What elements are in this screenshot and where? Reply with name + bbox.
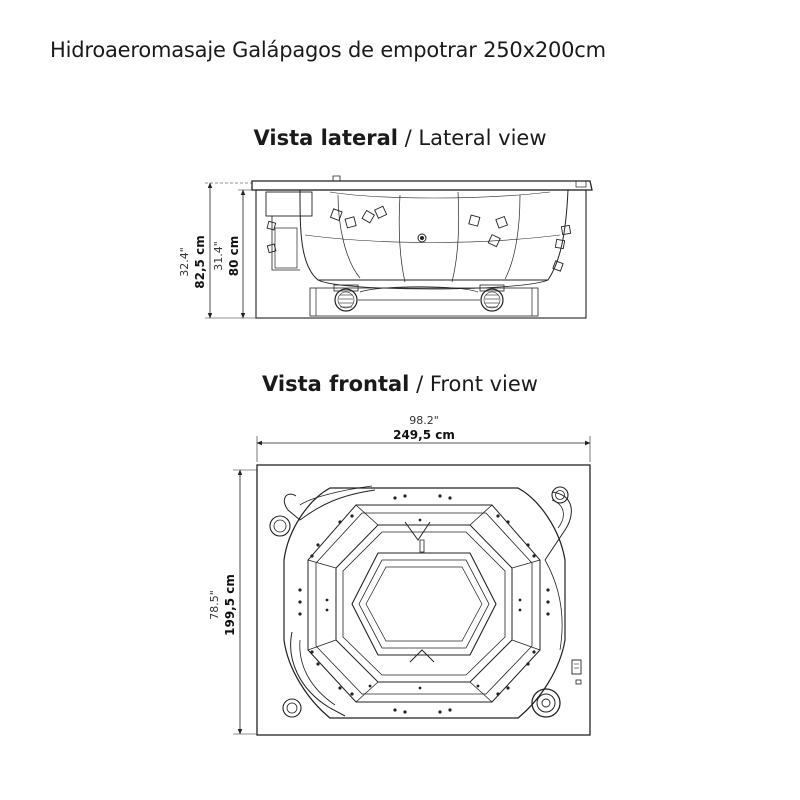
front-jets [298,494,550,714]
height-inner-in-label: 31.4" [212,241,225,271]
height-inner-cm-label: 80 cm [227,236,241,277]
front-seat-dividers [307,504,541,703]
front-title-es: Vista frontal [262,372,410,396]
width-in-label: 98.2" [409,414,439,427]
front-filter-bottom-right [531,688,561,718]
depth-in-label: 78.5" [208,590,221,620]
front-title-separator: / [409,372,430,396]
front-control-panel [571,659,582,675]
front-cup-holder-bottom-left [282,698,302,718]
front-headrest-bottom-left [290,631,346,717]
width-cm-label: 249,5 cm [393,428,455,442]
lateral-drain [417,233,427,243]
lateral-rim [251,180,593,191]
front-headrest-top-left [283,489,376,521]
front-title-en: Front view [429,372,538,396]
lateral-view-drawing [251,175,593,319]
lateral-pump-left [333,284,359,312]
front-shell-outer [283,487,566,719]
front-handle-bottom [409,649,435,663]
lateral-title-separator: / [397,126,419,150]
front-footwell [351,552,497,656]
lateral-title-es: Vista lateral [253,126,398,150]
front-view-drawing [256,464,591,736]
height-outer-cm-label: 82,5 cm [193,235,207,288]
front-headrest-right [544,491,572,561]
front-view-title: Vista frontal / Front view [0,372,800,396]
front-cup-holder-top-right [551,486,569,504]
lateral-dimensions [205,182,256,319]
lateral-pump-right [479,284,505,312]
lateral-tub-shell [299,189,569,281]
front-handle-top [404,521,431,541]
depth-cm-label: 199,5 cm [223,574,237,636]
height-outer-in-label: 32.4" [178,247,191,277]
lateral-base-frame [309,287,539,317]
page-title: Hidroaeromasaje Galápagos de empotrar 25… [50,38,606,62]
lateral-jets [266,205,572,272]
lateral-title-en: Lateral view [418,126,547,150]
front-dimensions [233,436,591,735]
lateral-seat-block [265,191,313,217]
front-cup-holder-top-left [269,515,291,537]
lateral-enclosure [255,189,587,319]
front-outer-deck [256,464,591,736]
lateral-view-title: Vista lateral / Lateral view [0,126,800,150]
